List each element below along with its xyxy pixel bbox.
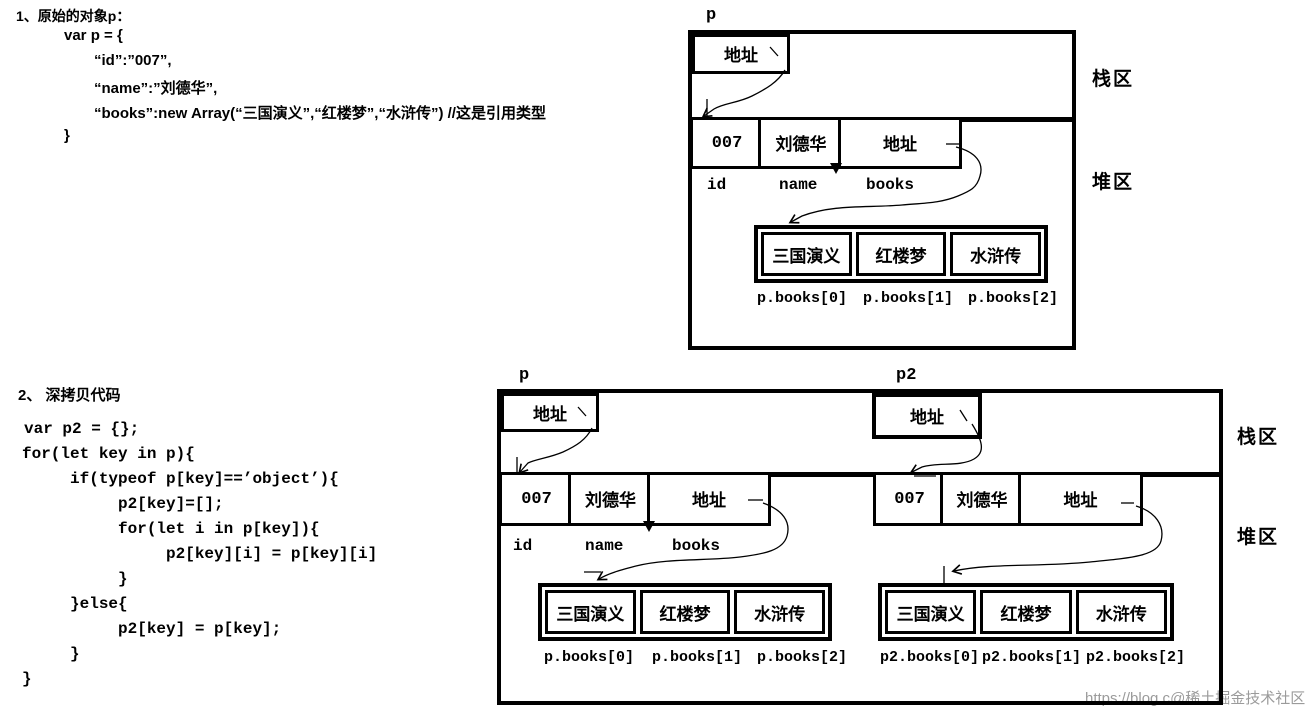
stack-address-cell: 地址 bbox=[692, 34, 790, 74]
object-id-cell: 007 bbox=[690, 117, 764, 169]
books-array-box: 三国演义 红楼梦 水浒传 bbox=[754, 225, 1048, 283]
code-line: “name”:”刘德华”, bbox=[94, 80, 218, 97]
code-line: } bbox=[64, 127, 70, 144]
array-item-cell: 红楼梦 bbox=[855, 232, 947, 276]
pointer-label-p: p bbox=[519, 366, 530, 385]
memory-box-original bbox=[688, 30, 1076, 350]
array-item-cell: 三国演义 bbox=[761, 232, 852, 276]
code-line: “id”:”007”, bbox=[94, 52, 172, 69]
field-label-books: books bbox=[672, 537, 721, 555]
array-item-cell: 水浒传 bbox=[734, 590, 826, 634]
code-line: var p = { bbox=[64, 27, 123, 44]
array-index-label: p.books[0] bbox=[757, 290, 848, 307]
p-books-array-box: 三国演义 红楼梦 水浒传 bbox=[538, 583, 832, 641]
code-line: p2[key] = p[key]; bbox=[22, 620, 282, 638]
p-stack-address-cell: 地址 bbox=[501, 393, 599, 432]
code-line: p2[key]=[]; bbox=[22, 495, 224, 513]
code-line: if(typeof p[key]==’object’){ bbox=[22, 470, 339, 488]
array-item-cell: 三国演义 bbox=[885, 590, 977, 634]
stack-region-label: 栈区 bbox=[1092, 69, 1135, 90]
object-name-cell: 刘德华 bbox=[758, 117, 844, 169]
array-index-label: p2.books[0] bbox=[880, 649, 980, 666]
p-object-books-cell: 地址 bbox=[647, 472, 771, 526]
array-item-cell: 水浒传 bbox=[1075, 590, 1167, 634]
stack-region-label: 栈区 bbox=[1237, 427, 1280, 448]
p2-object-name-cell: 刘德华 bbox=[940, 472, 1024, 526]
array-index-label: p.books[1] bbox=[863, 290, 954, 307]
stack-heap-divider bbox=[497, 472, 1219, 477]
p2-object-id-cell: 007 bbox=[873, 472, 946, 526]
code-line: p2[key][i] = p[key][i] bbox=[22, 545, 378, 563]
code-line: } bbox=[22, 670, 32, 688]
p-object-id-cell: 007 bbox=[499, 472, 574, 526]
field-label-id: id bbox=[513, 537, 533, 555]
array-index-label: p.books[2] bbox=[968, 290, 1059, 307]
p2-books-array-box: 三国演义 红楼梦 水浒传 bbox=[878, 583, 1174, 641]
array-index-label: p2.books[1] bbox=[982, 649, 1082, 666]
memory-box-deepcopy bbox=[497, 389, 1223, 705]
code-line: for(let i in p[key]){ bbox=[22, 520, 320, 538]
field-label-name: name bbox=[585, 537, 624, 555]
heap-region-label: 堆区 bbox=[1092, 172, 1135, 193]
object-books-cell: 地址 bbox=[838, 117, 962, 169]
heap-region-label: 堆区 bbox=[1237, 527, 1280, 548]
code-line: for(let key in p){ bbox=[22, 445, 195, 463]
array-index-label: p.books[1] bbox=[652, 649, 743, 666]
code-line: }else{ bbox=[22, 595, 128, 613]
code-line: } bbox=[22, 570, 128, 588]
pointer-label-p2: p2 bbox=[896, 366, 917, 385]
p2-object-books-cell: 地址 bbox=[1018, 472, 1143, 526]
field-label-id: id bbox=[707, 176, 727, 194]
code-line: “books”:new Array(“三国演义”,“红楼梦”,“水浒传”) //… bbox=[94, 105, 546, 122]
section2-title: 2、 深拷贝代码 bbox=[18, 387, 121, 404]
array-item-cell: 红楼梦 bbox=[639, 590, 731, 634]
field-label-books: books bbox=[866, 176, 915, 194]
p-object-name-cell: 刘德华 bbox=[568, 472, 653, 526]
p2-stack-address-cell: 地址 bbox=[872, 393, 982, 439]
array-item-cell: 红楼梦 bbox=[980, 590, 1072, 634]
array-item-cell: 水浒传 bbox=[950, 232, 1042, 276]
pointer-label-p: p bbox=[706, 6, 717, 25]
section1-title: 1、原始的对象p： bbox=[16, 8, 131, 24]
code-line: } bbox=[22, 645, 80, 663]
code-line: var p2 = {}; bbox=[24, 420, 140, 438]
array-item-cell: 三国演义 bbox=[545, 590, 636, 634]
array-index-label: p.books[0] bbox=[544, 649, 635, 666]
field-label-name: name bbox=[779, 176, 818, 194]
array-index-label: p2.books[2] bbox=[1086, 649, 1186, 666]
array-index-label: p.books[2] bbox=[757, 649, 848, 666]
